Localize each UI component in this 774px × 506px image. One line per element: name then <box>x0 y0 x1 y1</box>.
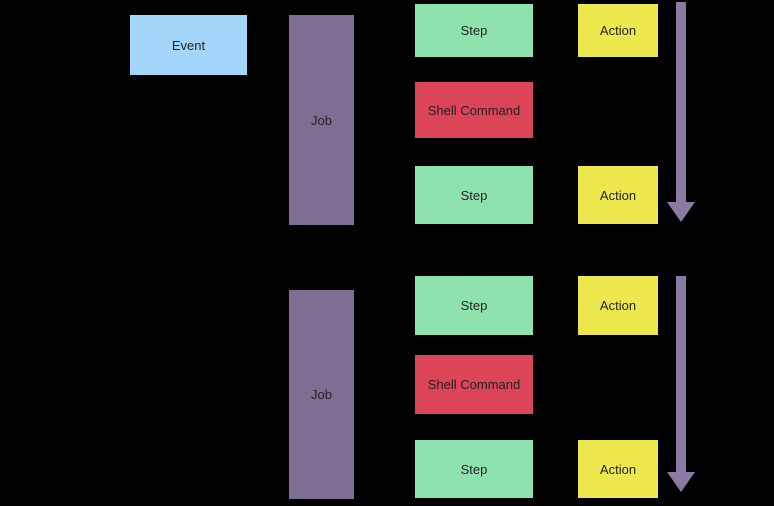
down-arrow-shaft <box>676 276 686 472</box>
action-node-3: Action <box>578 276 658 335</box>
action-node-2: Action <box>578 166 658 224</box>
event-node: Event <box>130 15 247 75</box>
down-arrow-head <box>667 472 695 492</box>
shell-command-node-1: Shell Command <box>415 82 533 138</box>
step-node-3: Step <box>415 276 533 335</box>
action-node-1: Action <box>578 4 658 57</box>
action-node-4: Action <box>578 440 658 498</box>
step-node-4: Step <box>415 440 533 498</box>
step-node-2: Step <box>415 166 533 224</box>
down-arrow-shaft <box>676 2 686 202</box>
job-node-1: Job <box>289 15 354 225</box>
job-node-2: Job <box>289 290 354 499</box>
step-node-1: Step <box>415 4 533 57</box>
shell-command-node-2: Shell Command <box>415 355 533 414</box>
down-arrow-head <box>667 202 695 222</box>
